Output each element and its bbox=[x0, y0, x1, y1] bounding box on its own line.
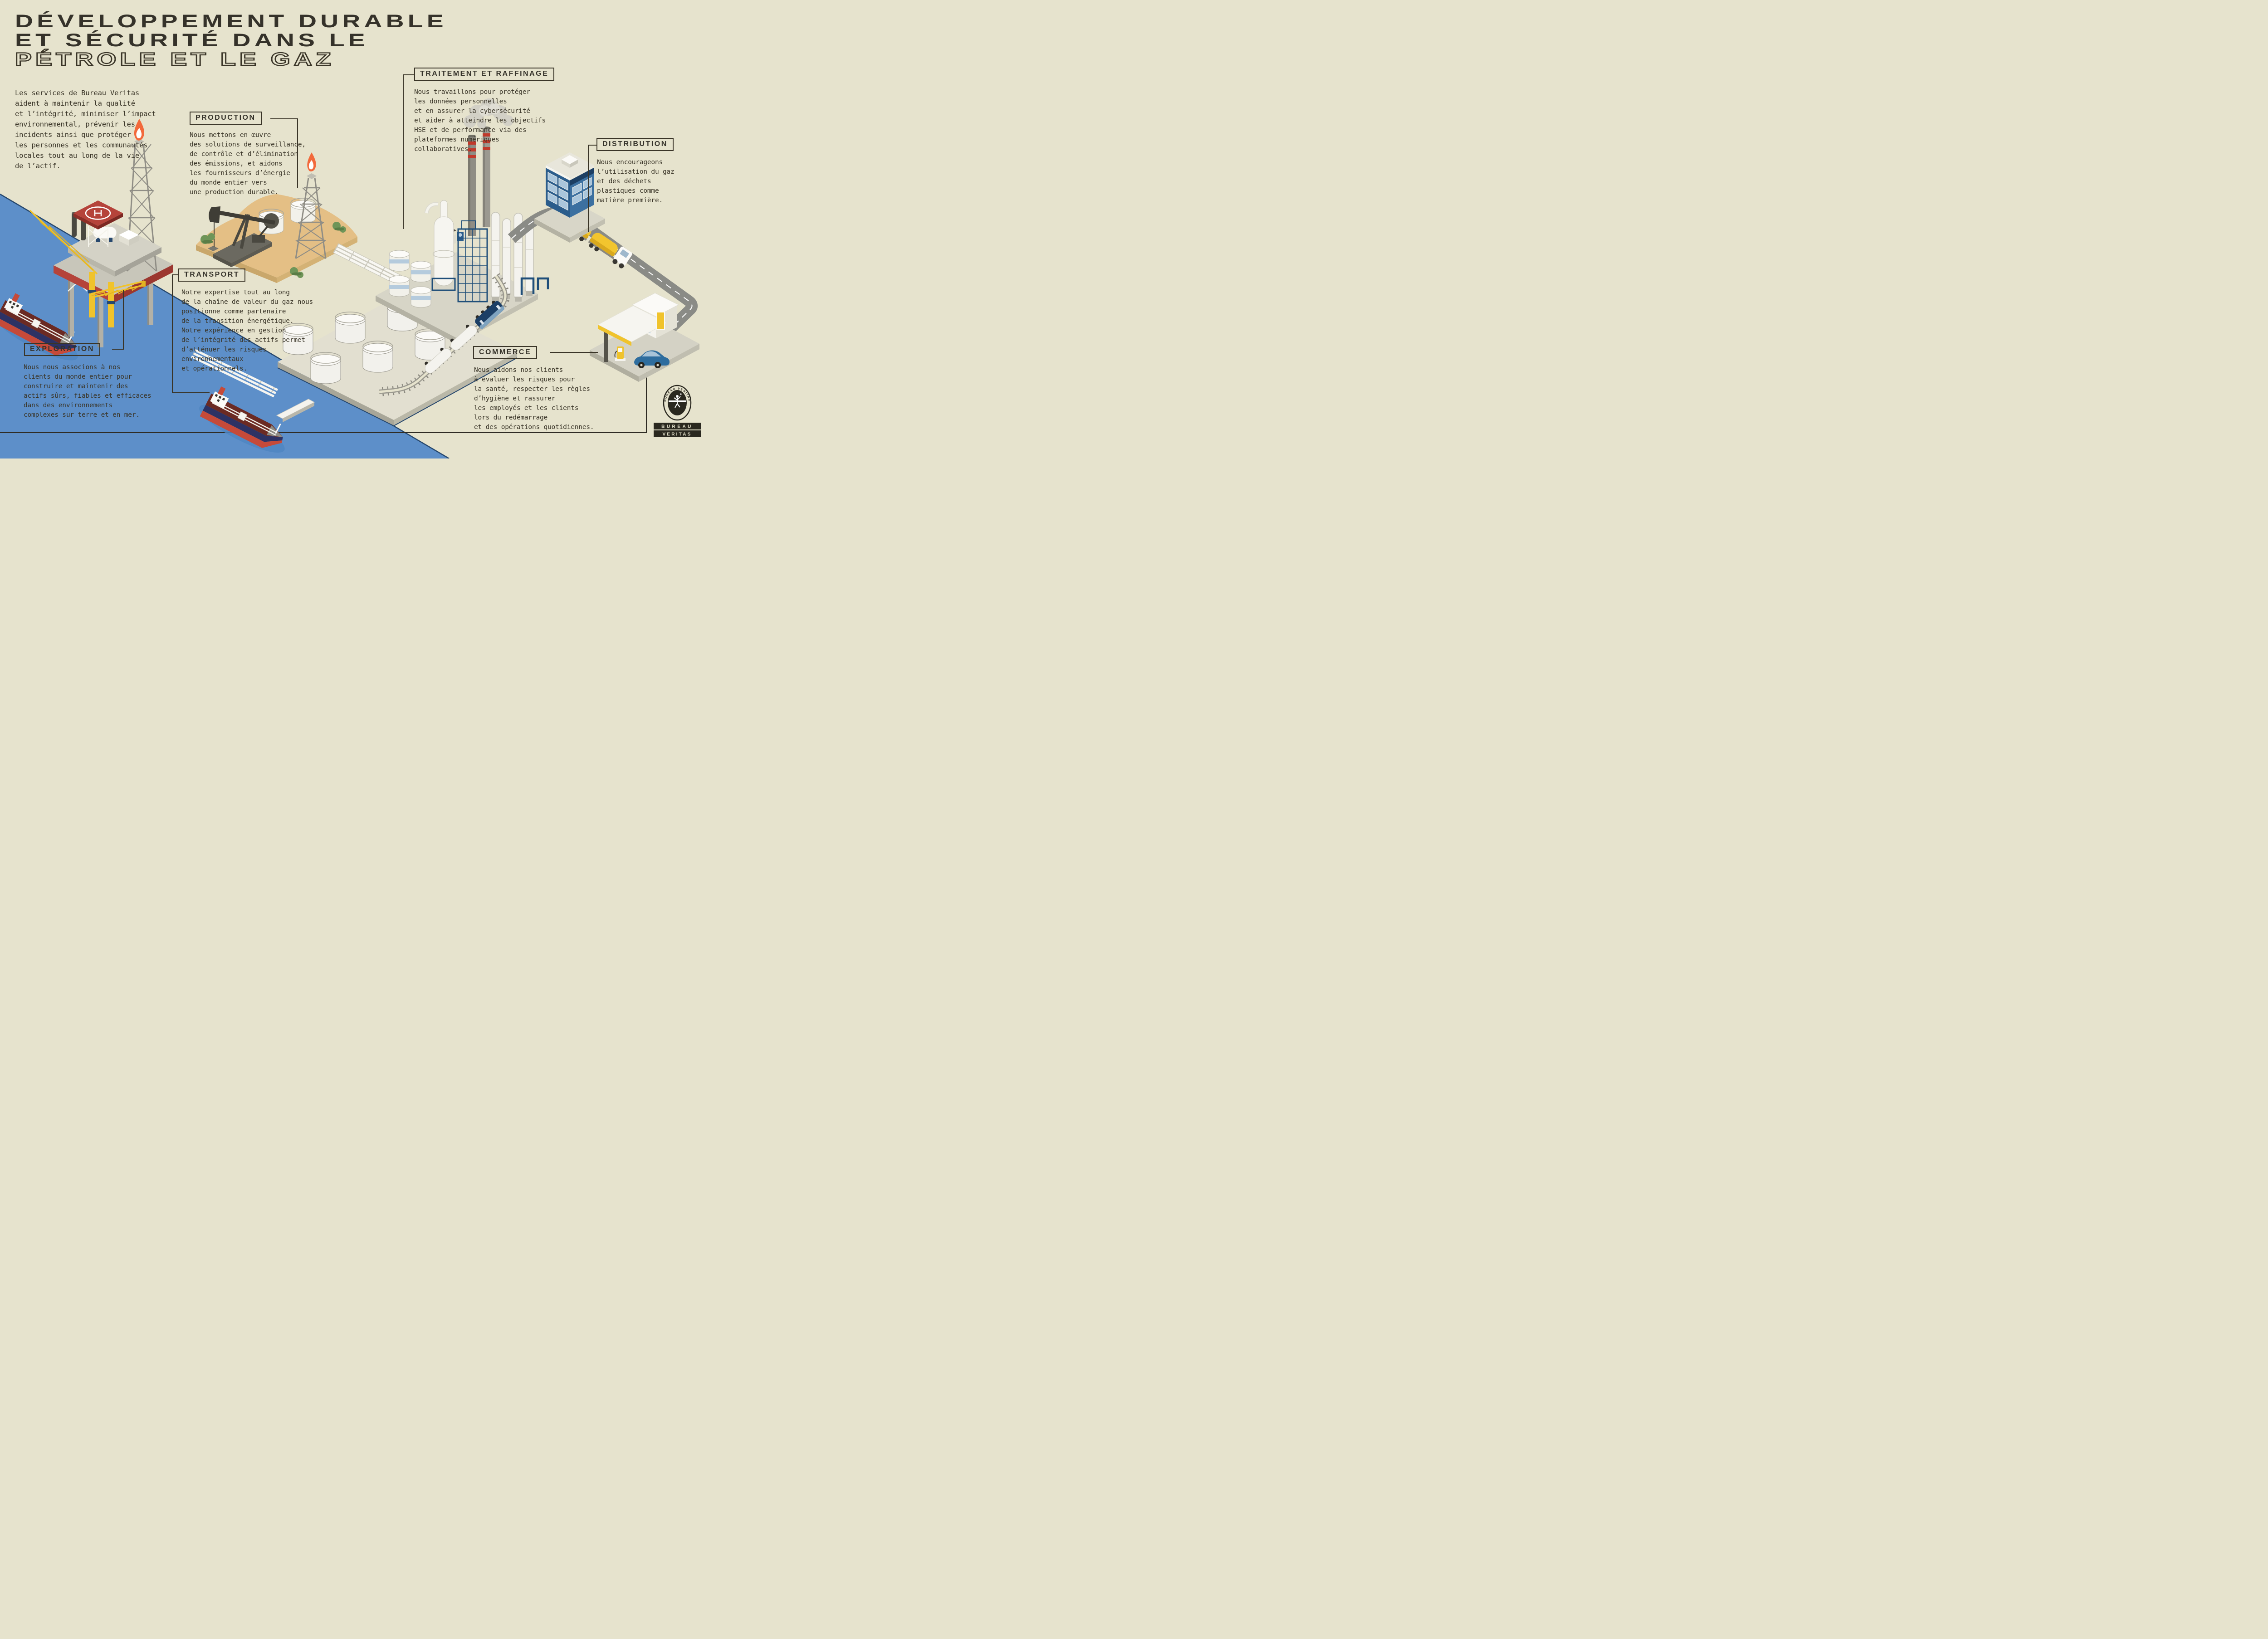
section-transport: TRANSPORT bbox=[178, 268, 246, 282]
drilling-derrick bbox=[295, 177, 327, 259]
intro-paragraph: Les services de Bureau Veritas aident à … bbox=[15, 89, 156, 170]
seal-ring bbox=[663, 385, 692, 421]
seal-figure bbox=[674, 393, 682, 408]
exploration-label: EXPLORATION bbox=[24, 343, 100, 356]
distillation-vessel bbox=[424, 200, 456, 291]
traitement-text: Nous travaillons pour protéger les donné… bbox=[414, 88, 546, 153]
commerce-text: Nous aidons nos clients à évaluer les ri… bbox=[474, 366, 594, 431]
wordmark-bar-1 bbox=[654, 423, 701, 429]
freight-train bbox=[425, 300, 505, 374]
pier bbox=[191, 349, 315, 422]
process-pipes bbox=[520, 277, 549, 295]
platform-crane bbox=[29, 210, 146, 327]
title-line-3: PÉTROLE ET LE GAZ bbox=[14, 49, 335, 69]
offshore-platform bbox=[29, 119, 173, 347]
distribution-building bbox=[534, 152, 605, 243]
connector-traitement bbox=[403, 74, 414, 229]
illustration-canvas bbox=[0, 74, 699, 459]
transport-text: Notre expertise tout au long de la chaîn… bbox=[181, 289, 313, 372]
seal-year: 1828 bbox=[672, 409, 682, 414]
fuel-pump bbox=[614, 346, 626, 361]
connector-exploration bbox=[112, 290, 124, 350]
railway bbox=[379, 273, 510, 396]
section-exploration: EXPLORATION bbox=[24, 343, 100, 356]
production-label: PRODUCTION bbox=[190, 112, 262, 125]
transport-label: TRANSPORT bbox=[178, 268, 246, 282]
pumpjack bbox=[208, 206, 279, 267]
svg-text:1828: 1828 bbox=[672, 409, 682, 414]
baseline-rule bbox=[0, 371, 647, 433]
exploration-text: Nous nous associons à nos clients du mon… bbox=[24, 364, 152, 419]
connector-distribution bbox=[588, 145, 596, 232]
traitement-label: TRAITEMENT ET RAFFINAGE bbox=[414, 68, 555, 81]
smoke bbox=[464, 98, 513, 129]
commerce-label: COMMERCE bbox=[473, 346, 538, 359]
gas-station bbox=[590, 293, 699, 382]
helipad bbox=[73, 200, 123, 247]
production-text: Nous mettons en œuvre des solutions de s… bbox=[190, 132, 306, 196]
infographic-poster: DÉVELOPPEMENT DURABLE ET SÉCURITÉ DANS L… bbox=[0, 0, 711, 459]
smokestacks bbox=[468, 127, 490, 236]
distribution-text: Nous encourageons l’utilisation du gaz e… bbox=[597, 159, 675, 204]
bureau-veritas-logo: BUREAU VERITAS 1828 BUREAU VERITAS bbox=[654, 385, 701, 437]
title-line-2: ET SÉCURITÉ DANS LE bbox=[15, 30, 369, 50]
wordmark-bar-2 bbox=[654, 430, 701, 437]
connector-transport bbox=[172, 274, 210, 393]
wordmark-line-2: VERITAS bbox=[663, 432, 692, 437]
connector-production bbox=[270, 118, 298, 188]
wordmark-line-1: BUREAU bbox=[661, 424, 693, 429]
section-distribution: DISTRIBUTION bbox=[596, 138, 674, 151]
scaffold-tower bbox=[457, 220, 488, 302]
car bbox=[634, 350, 670, 368]
section-traitement: TRAITEMENT ET RAFFINAGE bbox=[414, 68, 555, 81]
section-commerce: COMMERCE bbox=[473, 346, 538, 359]
refinery bbox=[376, 98, 549, 344]
poster-title: DÉVELOPPEMENT DURABLE ET SÉCURITÉ DANS L… bbox=[14, 12, 443, 69]
derrick-flame bbox=[307, 152, 316, 172]
label-connectors bbox=[112, 74, 598, 393]
title-line-1: DÉVELOPPEMENT DURABLE bbox=[15, 11, 447, 31]
refinery-tanks bbox=[389, 250, 431, 308]
section-production: PRODUCTION bbox=[190, 112, 262, 125]
distribution-label: DISTRIBUTION bbox=[596, 138, 674, 151]
gas-flare-flame bbox=[134, 119, 145, 141]
